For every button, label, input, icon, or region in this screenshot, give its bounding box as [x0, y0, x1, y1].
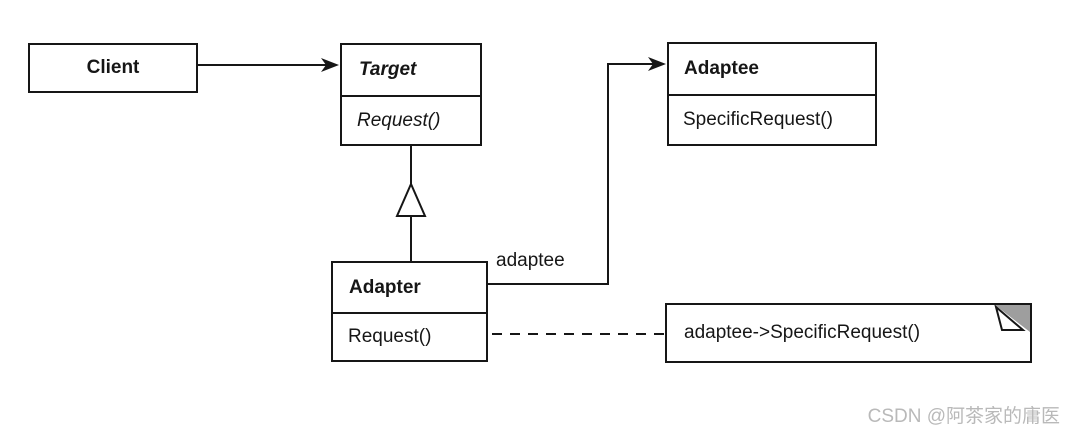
class-name-client: Client — [86, 57, 140, 78]
csdn-watermark: CSDN @阿茶家的庸医 — [867, 406, 1060, 427]
association-label-adaptee: adaptee — [496, 250, 565, 271]
class-method-target-request: Request() — [357, 109, 441, 131]
adapter-to-adaptee-arrowhead-icon — [648, 57, 666, 71]
client-to-target-arrowhead-icon — [321, 58, 339, 72]
class-method-adapter-request: Request() — [348, 326, 432, 347]
class-box-adapter: Adapter Request() — [331, 261, 488, 362]
class-name-target: Target — [342, 45, 480, 97]
class-box-target: Target Request() — [340, 43, 482, 146]
class-method-adaptee-specificrequest: SpecificRequest() — [683, 109, 833, 130]
class-name-adaptee: Adaptee — [669, 44, 875, 96]
note-folded-corner-icon — [994, 305, 1030, 332]
class-box-client: Client — [28, 43, 198, 93]
inheritance-triangle-icon — [395, 181, 427, 217]
note-box: adaptee->SpecificRequest() — [665, 303, 1032, 363]
class-name-adapter: Adapter — [333, 263, 486, 314]
note-text: adaptee->SpecificRequest() — [684, 322, 921, 343]
class-box-adaptee: Adaptee SpecificRequest() — [667, 42, 877, 146]
